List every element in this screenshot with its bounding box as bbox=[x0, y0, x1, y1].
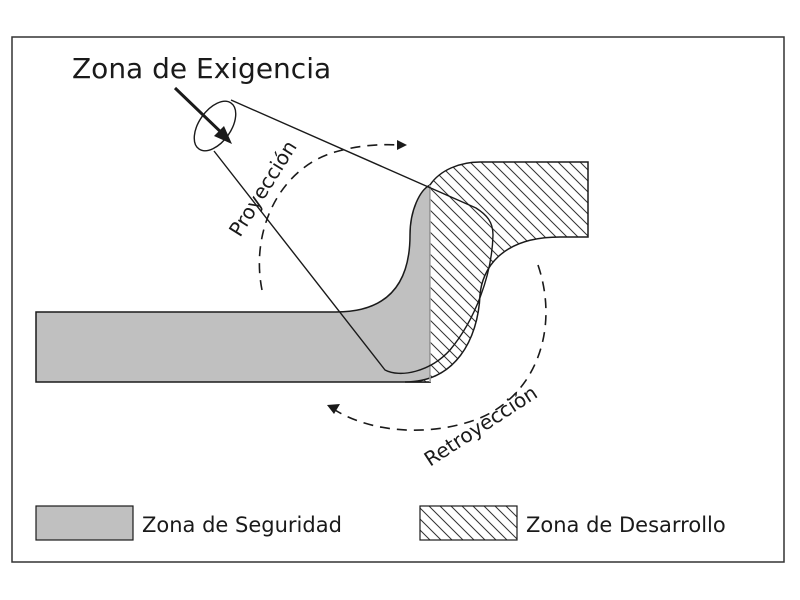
legend-label-safety: Zona de Seguridad bbox=[142, 513, 342, 537]
legend-swatch-safety bbox=[35, 505, 134, 541]
legend-swatch-development bbox=[419, 505, 518, 541]
projection-arc-arrowhead bbox=[397, 140, 407, 150]
title-label: Zona de Exigencia bbox=[72, 52, 331, 85]
projection-arc bbox=[258, 143, 401, 291]
retroprojection-arc-arrowhead bbox=[327, 404, 340, 414]
exigency-arrow bbox=[173, 86, 228, 139]
projection-cone bbox=[213, 99, 494, 374]
exigency-arrowhead bbox=[214, 126, 232, 144]
legend-label-development: Zona de Desarrollo bbox=[526, 513, 726, 537]
development-zone-shape bbox=[404, 161, 589, 383]
retroprojection-arc bbox=[334, 264, 547, 431]
legend: Zona de Seguridad Zona de Desarrollo bbox=[35, 505, 726, 541]
